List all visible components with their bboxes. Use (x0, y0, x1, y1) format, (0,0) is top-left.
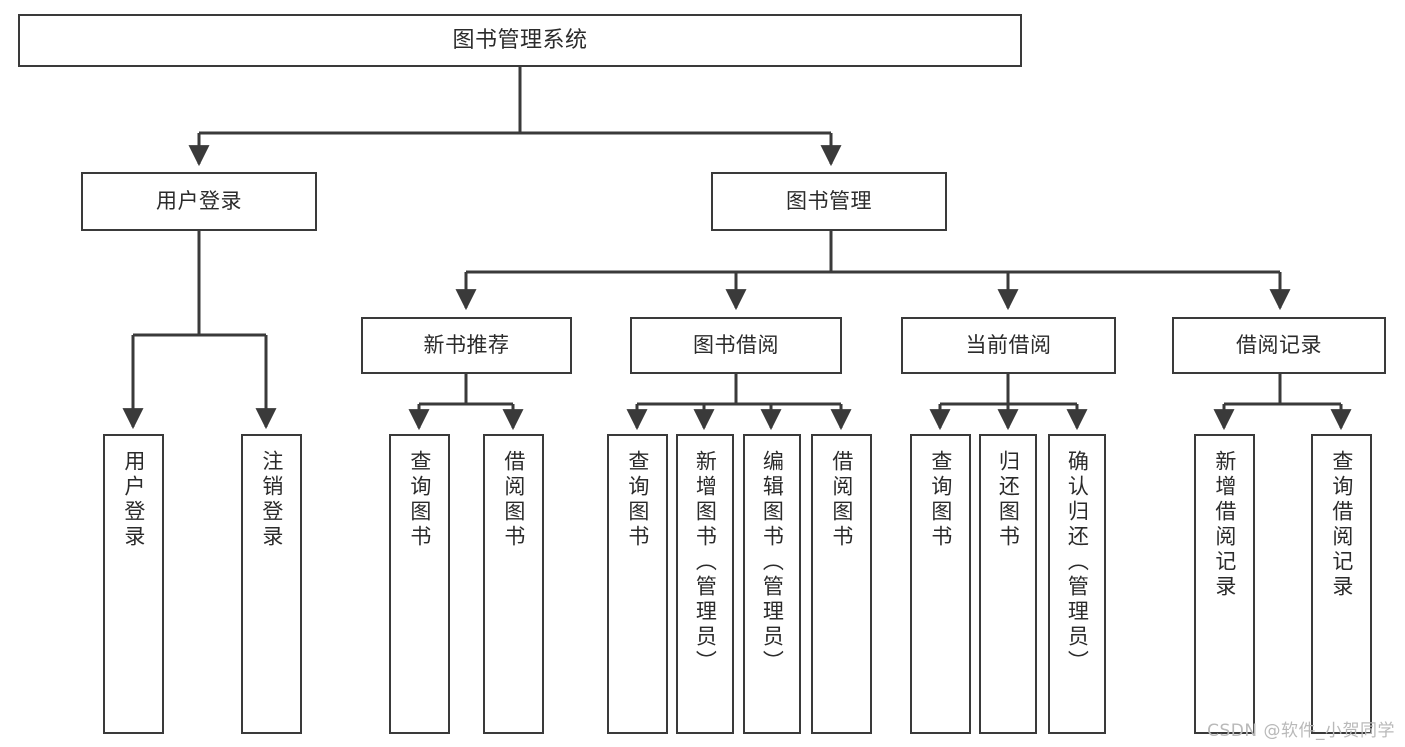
node-book-borrow[interactable]: 图书借阅 (630, 317, 842, 374)
node-label: 新增图书（管理员） (693, 450, 718, 675)
node-label: 图书借阅 (693, 333, 779, 358)
node-label: 用户登录 (121, 450, 146, 550)
leaf-query-borrow-record[interactable]: 查询借阅记录 (1311, 434, 1372, 734)
leaf-query-book-recommend[interactable]: 查询图书 (389, 434, 450, 734)
node-label: 新书推荐 (423, 333, 510, 358)
node-root-system[interactable]: 图书管理系统 (18, 14, 1022, 67)
node-label: 图书管理 (786, 189, 872, 214)
node-label: 查询借阅记录 (1329, 450, 1354, 600)
leaf-borrow-book[interactable]: 借阅图书 (811, 434, 872, 734)
leaf-user-login[interactable]: 用户登录 (103, 434, 164, 734)
node-label: 编辑图书（管理员） (760, 450, 785, 675)
leaf-borrow-book-recommend[interactable]: 借阅图书 (483, 434, 544, 734)
node-label: 新增借阅记录 (1212, 450, 1237, 600)
node-label: 查询图书 (407, 450, 432, 550)
leaf-add-borrow-record[interactable]: 新增借阅记录 (1194, 434, 1255, 734)
node-new-book-recommend[interactable]: 新书推荐 (361, 317, 572, 374)
node-label: 借阅图书 (501, 450, 526, 550)
leaf-logout[interactable]: 注销登录 (241, 434, 302, 734)
watermark-text: CSDN @软件_小贺同学 (1207, 721, 1395, 741)
node-current-borrow[interactable]: 当前借阅 (901, 317, 1116, 374)
node-label: 注销登录 (259, 450, 284, 550)
node-label: 查询图书 (928, 450, 953, 550)
leaf-add-book-admin[interactable]: 新增图书（管理员） (676, 434, 734, 734)
leaf-query-book-current[interactable]: 查询图书 (910, 434, 971, 734)
leaf-edit-book-admin[interactable]: 编辑图书（管理员） (743, 434, 801, 734)
node-user-login[interactable]: 用户登录 (81, 172, 317, 231)
node-label: 归还图书 (996, 450, 1021, 550)
node-label: 图书管理系统 (452, 27, 588, 53)
node-book-management[interactable]: 图书管理 (711, 172, 947, 231)
node-label: 当前借阅 (965, 333, 1052, 358)
node-label: 用户登录 (156, 189, 242, 214)
node-label: 查询图书 (625, 450, 650, 550)
node-label: 借阅图书 (829, 450, 854, 550)
leaf-return-book[interactable]: 归还图书 (979, 434, 1037, 734)
leaf-query-book-borrow[interactable]: 查询图书 (607, 434, 668, 734)
node-borrow-record[interactable]: 借阅记录 (1172, 317, 1386, 374)
node-label: 借阅记录 (1236, 333, 1322, 358)
leaf-confirm-return-admin[interactable]: 确认归还（管理员） (1048, 434, 1106, 734)
node-label: 确认归还（管理员） (1065, 450, 1090, 675)
